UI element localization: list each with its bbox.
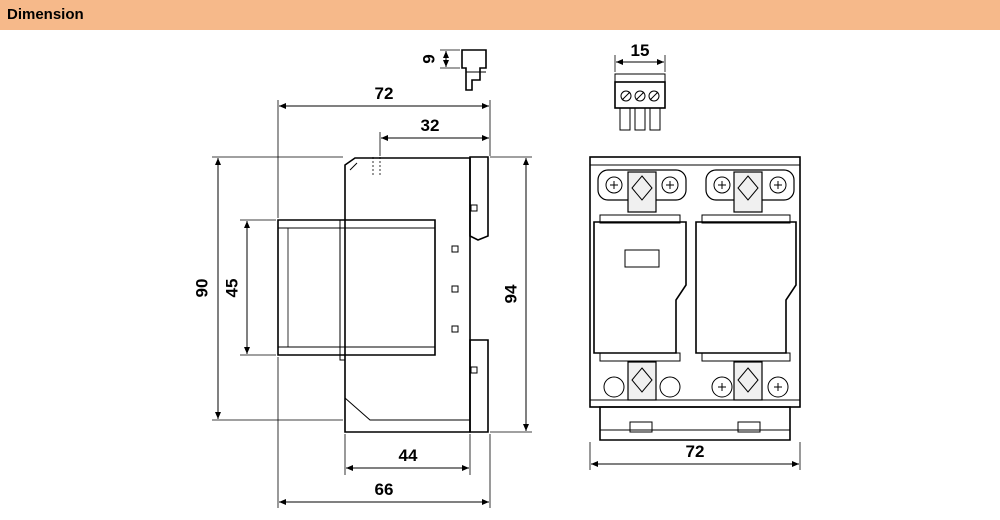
dim-top-depth: 32: [421, 116, 440, 135]
dim-overall-height: 90: [192, 279, 211, 298]
dim-overall-depth: 72: [375, 84, 394, 103]
top-connector: [614, 55, 666, 131]
dim-front-width: 72: [686, 442, 705, 461]
dim-body-depth: 44: [399, 446, 418, 465]
dim-top-connector-width: 15: [631, 41, 650, 60]
section-title: Dimension: [7, 6, 84, 23]
dim-total-height: 94: [501, 284, 520, 303]
front-view: [589, 156, 801, 470]
side-view: [212, 100, 532, 508]
dim-front-height: 45: [222, 279, 241, 298]
side-connector: [440, 49, 487, 91]
dim-side-connector-height: 9: [419, 54, 438, 63]
dim-base-depth: 66: [375, 480, 394, 499]
section-header: Dimension: [0, 0, 1000, 30]
